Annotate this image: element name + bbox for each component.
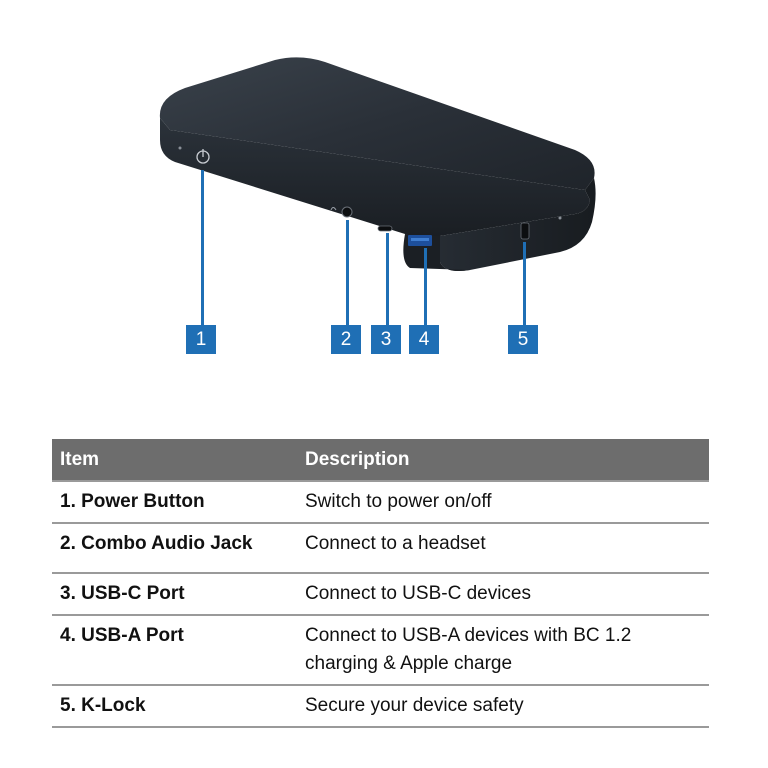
audio-jack-port	[330, 206, 353, 218]
callout-1: 1	[186, 325, 216, 354]
usb-c-port	[377, 225, 393, 232]
power-icon	[196, 149, 210, 164]
usb-a-port	[408, 235, 432, 246]
row-description: Connect to USB-C devices	[297, 573, 709, 616]
device-side-face	[440, 178, 596, 271]
header-item: Item	[52, 439, 297, 481]
k-lock-slot	[520, 222, 530, 240]
callout-line-3	[386, 233, 389, 325]
row-description: Secure your device safety	[297, 685, 709, 728]
table-row: 5. K-Lock Secure your device safety	[52, 685, 709, 728]
table-row: 1. Power Button Switch to power on/off	[52, 480, 709, 524]
table-row: 2. Combo Audio Jack Connect to a headset	[52, 523, 709, 574]
row-item: 2. Combo Audio Jack	[52, 523, 297, 574]
row-item: 1. Power Button	[52, 480, 297, 524]
row-description: Connect to USB-A devices with BC 1.2 cha…	[297, 615, 709, 686]
callout-line-5	[523, 242, 526, 325]
callout-line-2	[346, 220, 349, 325]
row-description: Switch to power on/off	[297, 480, 709, 524]
row-item: 4. USB-A Port	[52, 615, 297, 686]
row-description: Connect to a headset	[297, 523, 709, 574]
callout-3: 3	[371, 325, 401, 354]
device-front-face	[160, 118, 590, 237]
table-row: 4. USB-A Port Connect to USB-A devices w…	[52, 615, 709, 686]
header-description: Description	[297, 439, 709, 481]
row-item: 5. K-Lock	[52, 685, 297, 728]
callout-line-4	[424, 248, 427, 325]
callout-2: 2	[331, 325, 361, 354]
table-header-row: Item Description	[52, 439, 709, 481]
ports-table: Item Description 1. Power Button Switch …	[52, 439, 709, 728]
device-top-surface	[159, 57, 595, 190]
callout-5: 5	[508, 325, 538, 354]
product-figure: 1 2 3 4 5	[0, 0, 768, 380]
callout-4: 4	[409, 325, 439, 354]
table-row: 3. USB-C Port Connect to USB-C devices	[52, 573, 709, 616]
callout-line-1	[201, 170, 204, 325]
docking-station-illustration	[159, 57, 596, 271]
row-item: 3. USB-C Port	[52, 573, 297, 616]
